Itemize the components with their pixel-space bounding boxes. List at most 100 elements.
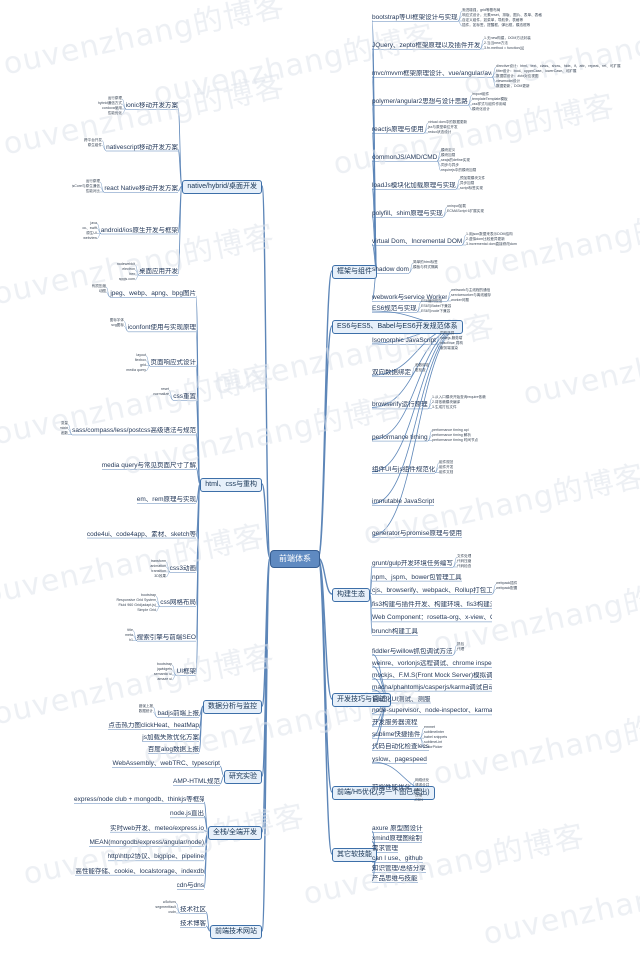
- branch-node[interactable]: fiddler与willow抓包调试方法: [372, 648, 453, 655]
- branch-node[interactable]: mockjs、F.M.S(Front Mock Server)模拟调试使用与ya…: [372, 671, 492, 679]
- branch-node[interactable]: css3动画: [169, 564, 196, 572]
- branch-node[interactable]: webwork与service Worker: [372, 294, 448, 301]
- connector: [121, 108, 127, 115]
- main-topic[interactable]: 全栈/全端开发: [208, 826, 262, 840]
- branch-node[interactable]: ionic移动开发方案: [125, 102, 178, 109]
- branch-node[interactable]: jpeg、webp、apng、bpg图片: [110, 290, 196, 297]
- branch-node[interactable]: immutable JavaScript: [372, 497, 435, 505]
- branch-node[interactable]: Web Component：rosetta-org、x-view、Q、oot、n…: [372, 614, 492, 622]
- main-topic[interactable]: ES6与ES5、Babel与ES6开发规范体系: [332, 320, 463, 334]
- branch-node[interactable]: reactjs原理与使用: [372, 126, 424, 133]
- branch-node[interactable]: code4ui、code4app、素材、sketch等: [86, 530, 196, 538]
- branch-node[interactable]: cdn与dns: [176, 882, 204, 889]
- main-topic[interactable]: 构建生态: [332, 588, 370, 602]
- main-topic[interactable]: 框架与组件: [332, 265, 377, 279]
- connector: [491, 76, 497, 88]
- branch-node[interactable]: MEAN(mongodb/express/angular/node): [89, 839, 204, 846]
- leaf-note: grid: [140, 362, 146, 367]
- branch-node[interactable]: 知识管理/总结分享: [372, 865, 426, 872]
- branch-node[interactable]: mvc/mvvm框架原理设计、vue/angular/avalon等: [372, 70, 492, 77]
- leaf-note: 有损压缩: [91, 284, 106, 288]
- branch-node[interactable]: cjs、browserify、webpack、Rollup打包工具流程: [372, 587, 492, 595]
- branch-node[interactable]: fis3构建与插件开发、构建环境、fis3构建流程化: [372, 600, 492, 608]
- branch-node[interactable]: 代码自动化检查lecs: [372, 743, 430, 750]
- main-topic[interactable]: 其它软技能: [332, 848, 377, 862]
- branch-node[interactable]: media query与常见页面尺寸了解: [101, 461, 196, 469]
- branch-node[interactable]: 技术社区: [180, 906, 206, 913]
- main-topic[interactable]: native/hybrid/桌面开发: [182, 180, 262, 194]
- branch-node[interactable]: UI框架: [176, 668, 197, 675]
- branch-node[interactable]: js加载失败优化方案: [142, 734, 199, 741]
- leaf-note: amaze ui: [157, 677, 172, 681]
- branch-node[interactable]: 前端性能优化: [372, 784, 411, 791]
- branch-node[interactable]: shadow dom: [372, 266, 409, 273]
- branch-node[interactable]: 点击热力图clickHeat、heatMap: [108, 722, 199, 729]
- main-topic[interactable]: 数据分析与监控: [203, 700, 262, 714]
- branch-node[interactable]: axure 原型图设计: [372, 825, 423, 832]
- branch-node[interactable]: grunt/gulp开发环境任务编写: [372, 560, 453, 567]
- branch-node[interactable]: react Native移动开发方案: [104, 185, 178, 192]
- leaf-note: semantic ui: [153, 672, 172, 676]
- branch-node[interactable]: macha/phantomjs/casperjs/karma调试自动化任务使用: [372, 683, 492, 691]
- branch-node[interactable]: nativescript移动开发方案: [106, 143, 178, 151]
- branch-node[interactable]: 桌面应用开发: [139, 268, 178, 275]
- branch-node[interactable]: badjs前端上报: [157, 710, 199, 717]
- branch-node[interactable]: 百度alog数据上报: [147, 746, 199, 753]
- branch-node[interactable]: 页面响应式设计: [150, 358, 197, 366]
- branch-node[interactable]: xmind原理图绘制: [372, 835, 422, 842]
- branch-node[interactable]: JQuery、zepto框架原理以及插件开发: [372, 42, 481, 49]
- branch-node[interactable]: 双向数据绑定: [372, 369, 411, 377]
- leaf-note: hex: [129, 272, 135, 276]
- leaf-note: 变量: [60, 421, 68, 426]
- branch-node[interactable]: css重置: [173, 393, 196, 401]
- branch-node[interactable]: node.js直出: [170, 810, 204, 818]
- leaf-note: 性能对比: [85, 189, 100, 193]
- branch-node[interactable]: css网格布局: [160, 599, 196, 607]
- branch-node[interactable]: virtual Dom、Incremental DOM: [372, 238, 463, 245]
- branch-node[interactable]: 实时web开发、meteo/express.io: [110, 824, 204, 832]
- branch-node[interactable]: 自动化UI测试、测服: [372, 695, 431, 703]
- branch-node[interactable]: bootstrap等UI框架设计与实现: [372, 14, 458, 21]
- branch-node[interactable]: 技术博客: [180, 920, 206, 927]
- branch-node[interactable]: npm、jspm、bower包管理工具: [372, 573, 462, 581]
- branch-node[interactable]: express/node club + mongodb、thinkjs等框架: [74, 796, 204, 803]
- main-topic[interactable]: 开发技巧与调试: [332, 693, 391, 707]
- branch-node[interactable]: weinre、vorlonjs远程调试、chrome inspect: [372, 659, 492, 667]
- branch-node[interactable]: em、rem原理与实现: [136, 496, 196, 504]
- leaf-note: meta: [125, 632, 133, 637]
- branch-node[interactable]: 搜索引擎与前端SEO: [136, 633, 196, 641]
- branch-node[interactable]: browserify运行原理: [372, 401, 428, 409]
- branch-node[interactable]: ES6规范与实现: [372, 305, 417, 312]
- main-topic[interactable]: 前端/H5优化(另一个图已给出): [332, 786, 435, 800]
- branch-node[interactable]: polymer/angular2思想与设计思路: [372, 98, 468, 105]
- branch-node[interactable]: AMP-HTML规范: [173, 778, 220, 785]
- branch-node[interactable]: WebAssembly、webTRC、typescript: [112, 760, 220, 767]
- branch-node[interactable]: 开发服务器流程: [372, 719, 418, 727]
- branch-node[interactable]: iconfont使用与实现原理: [127, 324, 196, 332]
- branch-node[interactable]: node-supervisor、node-inspector、karma: [372, 707, 492, 715]
- branch-node[interactable]: 高性能存储、cookie、localstorage、indexdb: [75, 867, 204, 875]
- branch-node[interactable]: http\http2协议、bigpipe、pipeline: [107, 853, 204, 861]
- leaf-note: requirejs中的模块加载: [441, 168, 477, 172]
- branch-node[interactable]: android/ios原生开发与框架: [100, 226, 178, 234]
- branch-node[interactable]: yslow、pagespeed: [372, 756, 427, 763]
- branch-node[interactable]: commonJS/AMD/CMD: [372, 154, 438, 161]
- branch-node[interactable]: 产品思维与技能: [372, 875, 418, 882]
- branch-node[interactable]: 需求管理: [372, 845, 398, 852]
- branch-node[interactable]: sass/compass/less/postcss高级语法与规范: [72, 427, 196, 435]
- branch-node[interactable]: 组件UI与js组件规范化: [372, 465, 436, 473]
- branch-node[interactable]: loadJs模块化加载原理与实现: [372, 182, 456, 189]
- main-topic[interactable]: 研究实验: [224, 770, 262, 784]
- leaf-note: media query: [126, 367, 146, 372]
- branch-node[interactable]: polyfill、shim原理与实现: [372, 210, 443, 217]
- branch-node[interactable]: sublime快捷插件: [372, 731, 421, 739]
- branch-node[interactable]: brunch构建工具: [372, 628, 418, 635]
- root-node[interactable]: 前端体系: [270, 550, 320, 568]
- branch-node[interactable]: Isomorphic JavaScript: [372, 337, 436, 345]
- main-topic[interactable]: 前端技术网站: [210, 925, 262, 939]
- branch-node[interactable]: generator与promise原理与使用: [372, 530, 462, 537]
- branch-node[interactable]: can I use、github: [372, 855, 423, 862]
- branch-node[interactable]: performance timing: [372, 433, 428, 441]
- main-topic[interactable]: html、css与重构: [200, 478, 262, 492]
- connector: [134, 274, 140, 281]
